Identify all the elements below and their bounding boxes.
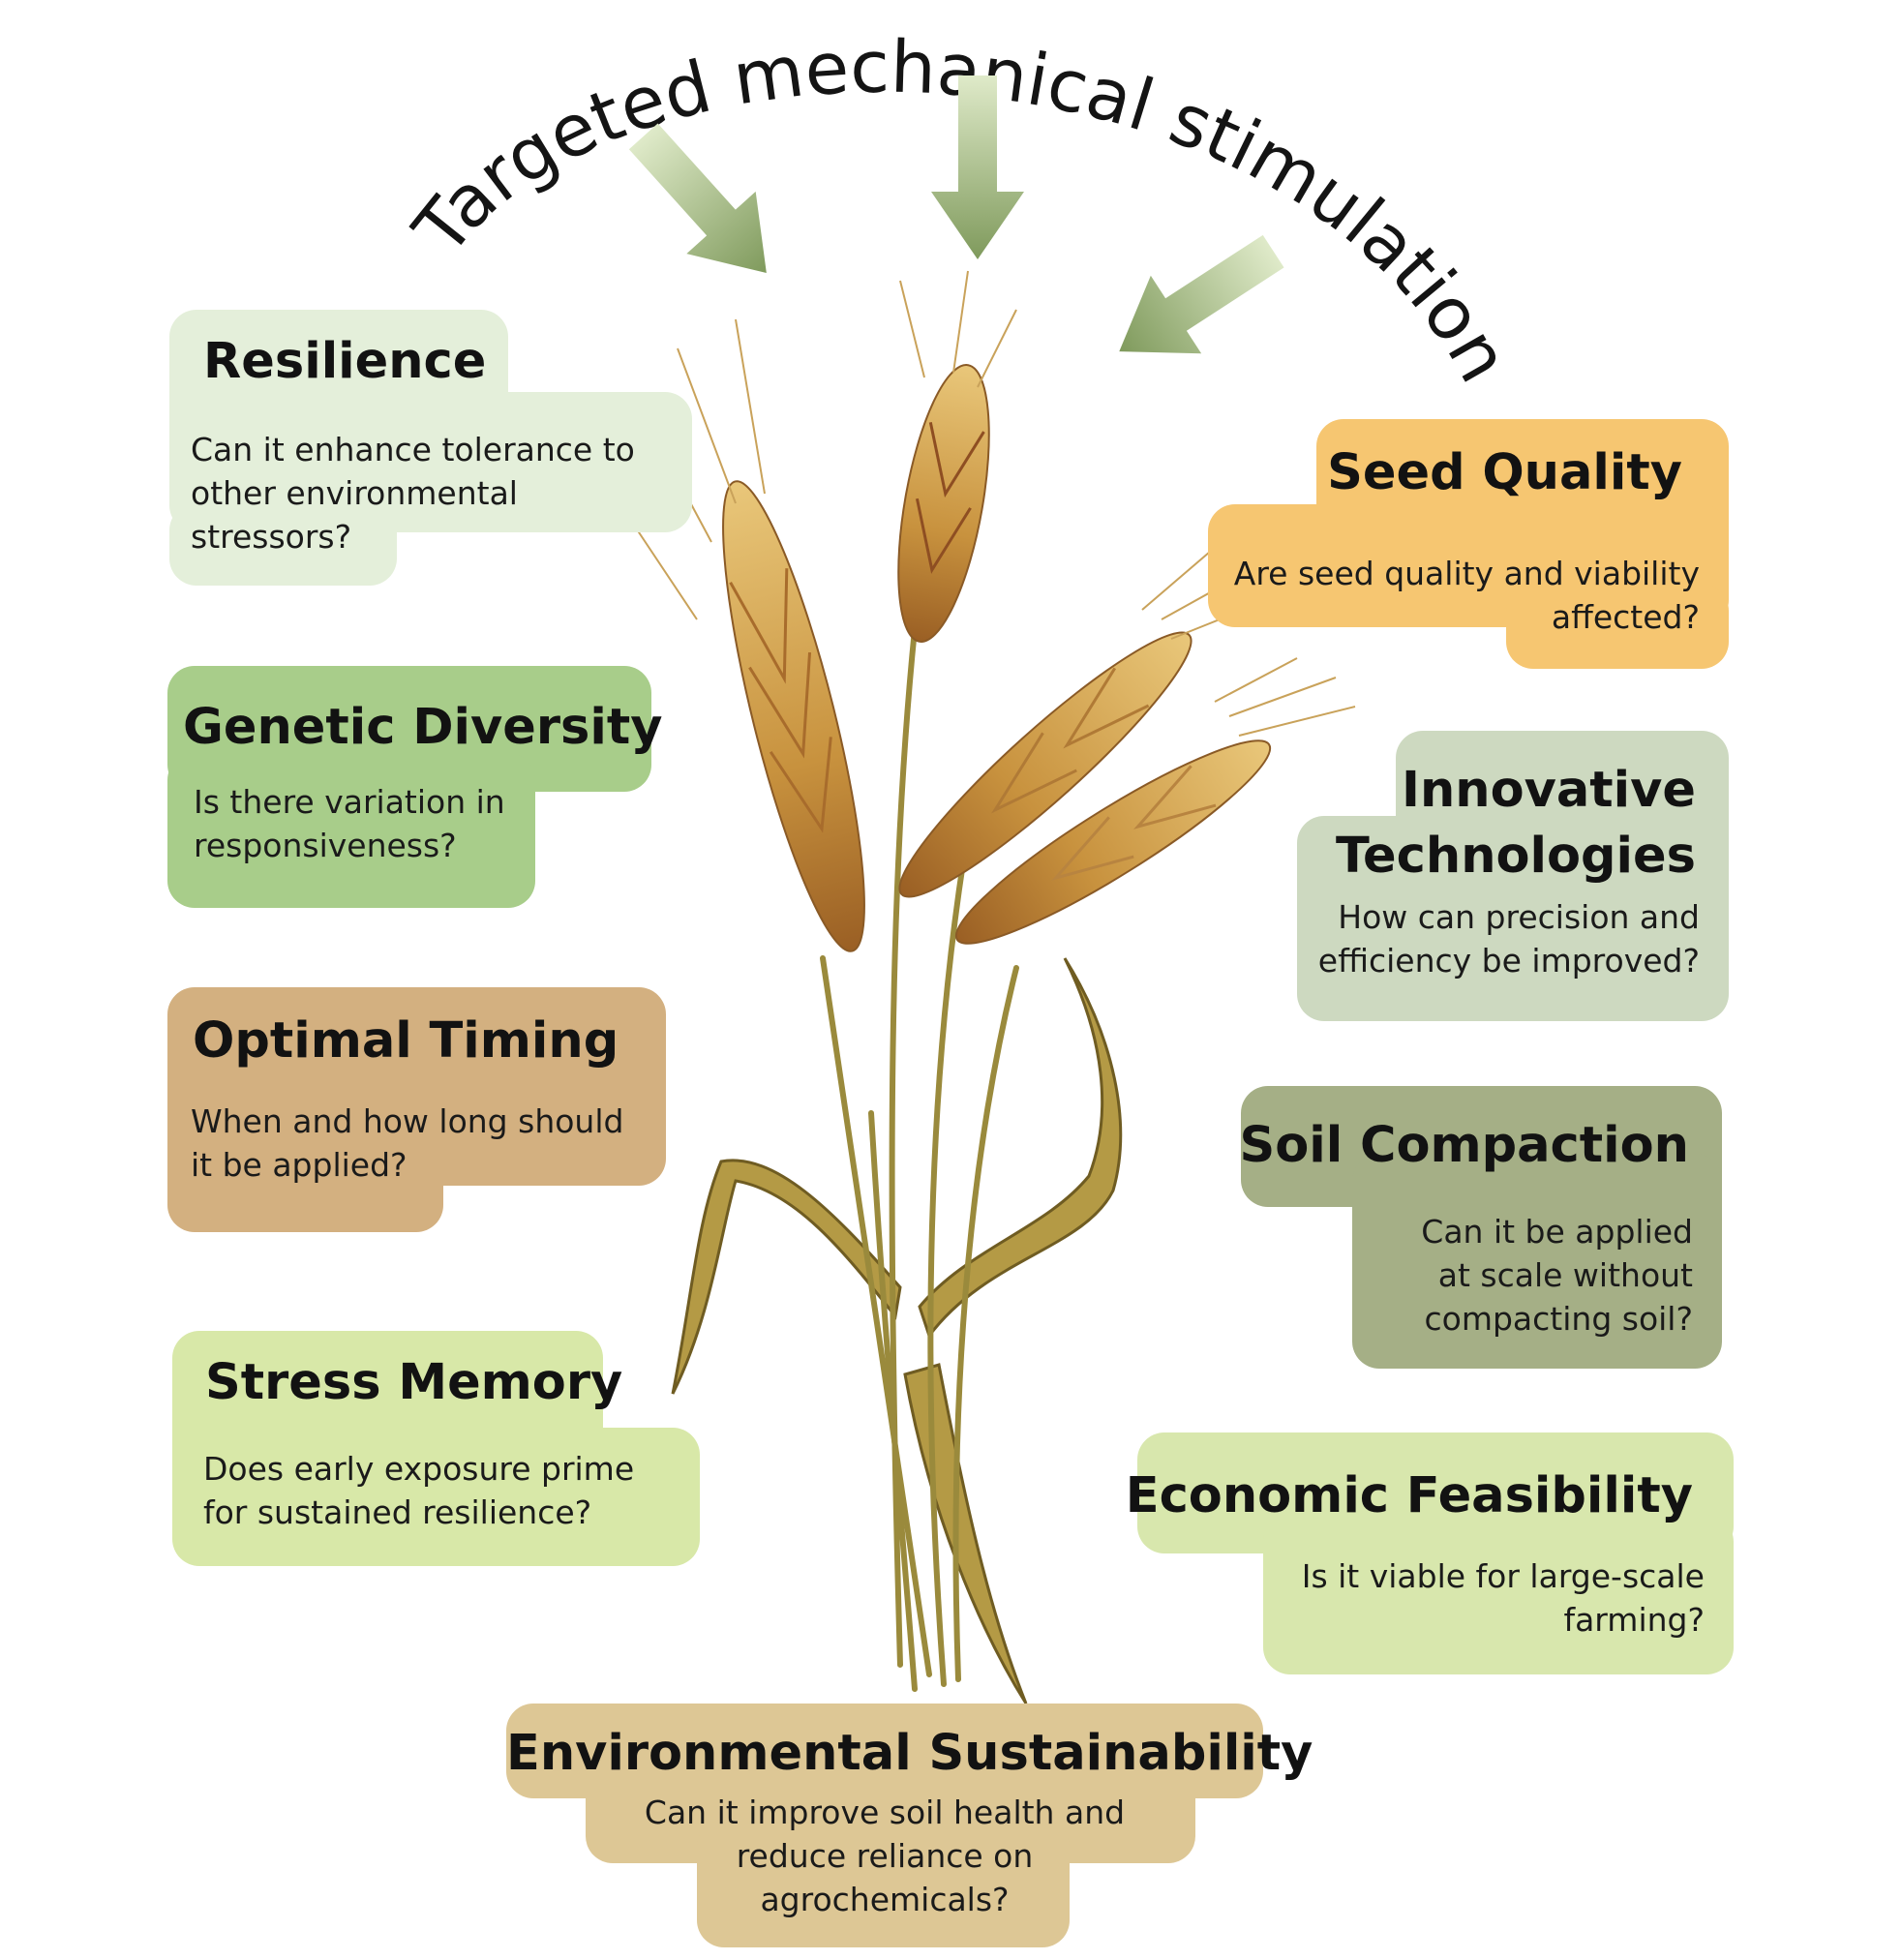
card-soil-compaction-title: Soil Compaction [1239, 1117, 1689, 1174]
card-stress-memory: Stress Memory Does early exposure prime … [172, 1331, 700, 1566]
card-genetic-diversity-title: Genetic Diversity [183, 699, 663, 756]
arrow-center [931, 75, 1024, 259]
card-environmental-sustainability-question: Can it improve soil health and reduce re… [644, 1794, 1126, 1918]
card-optimal-timing: Optimal Timing When and how long should … [167, 987, 666, 1232]
card-seed-quality: Seed Quality Are seed quality and viabil… [1208, 419, 1729, 669]
wheat-leaves [671, 957, 1123, 1704]
card-genetic-diversity-question: Is there variation in responsiveness? [194, 783, 505, 864]
arrow-left [609, 105, 801, 305]
card-seed-quality-question: Are seed quality and viability affected? [1233, 555, 1700, 636]
card-innovative-technologies-bg-bottom [1297, 816, 1729, 1021]
card-environmental-sustainability: Environmental Sustainability Can it impr… [506, 1704, 1313, 1947]
card-economic-feasibility-question: Is it viable for large-scale farming? [1301, 1557, 1705, 1639]
card-seed-quality-bg-bottom [1506, 584, 1729, 669]
card-soil-compaction-bg-bottom [1352, 1154, 1722, 1369]
card-environmental-sustainability-title: Environmental Sustainability [506, 1725, 1313, 1782]
card-resilience: Resilience Can it enhance tolerance to o… [169, 310, 692, 586]
card-economic-feasibility: Economic Feasibility Is it viable for la… [1126, 1432, 1734, 1674]
card-optimal-timing-title: Optimal Timing [193, 1012, 619, 1070]
card-soil-compaction-question: Can it be applied at scale without compa… [1421, 1213, 1693, 1338]
card-optimal-timing-question: When and how long should it be applied? [191, 1102, 624, 1184]
card-innovative-technologies-title: Innovative Technologies [1336, 762, 1696, 885]
card-stress-memory-question: Does early exposure prime for sustained … [203, 1450, 635, 1531]
card-economic-feasibility-title: Economic Feasibility [1125, 1467, 1693, 1524]
card-genetic-diversity: Genetic Diversity Is there variation in … [167, 666, 662, 908]
card-economic-feasibility-bg-bottom [1263, 1515, 1734, 1674]
wheat-stems [820, 626, 1019, 1692]
card-seed-quality-title: Seed Quality [1327, 444, 1682, 501]
card-resilience-question: Can it enhance tolerance to other enviro… [191, 431, 635, 556]
card-environmental-sustainability-bg-bottom [697, 1820, 1070, 1947]
card-stress-memory-bg-bottom [172, 1428, 700, 1566]
card-innovative-technologies: Innovative Technologies How can precisio… [1297, 731, 1729, 1021]
card-resilience-title: Resilience [203, 333, 487, 390]
wheat-ears [722, 364, 1272, 952]
card-genetic-diversity-bg-bottom [167, 753, 535, 908]
card-soil-compaction: Soil Compaction Can it be applied at sca… [1239, 1086, 1722, 1369]
card-resilience-bg-bottom [169, 503, 397, 586]
arrow-right [1094, 212, 1299, 391]
card-optimal-timing-bg-bottom [167, 1132, 443, 1232]
card-stress-memory-title: Stress Memory [205, 1354, 623, 1411]
card-innovative-technologies-question: How can precision and efficiency be impr… [1317, 898, 1700, 980]
